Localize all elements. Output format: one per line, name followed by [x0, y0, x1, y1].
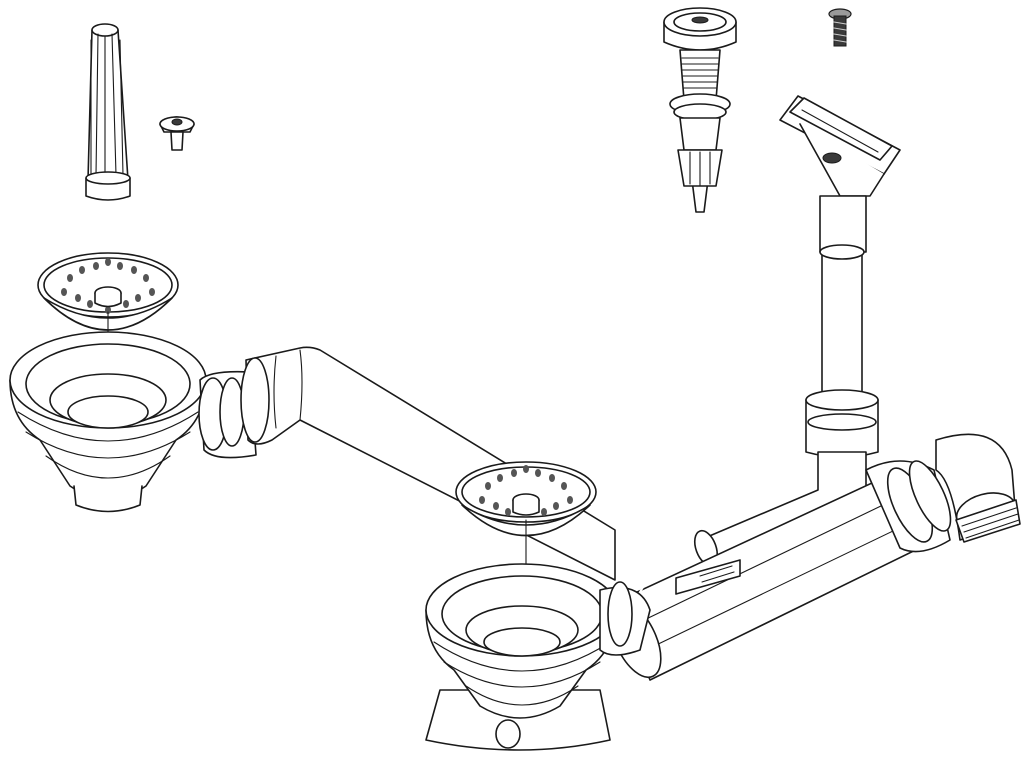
overflow-rectangular — [780, 96, 900, 196]
outlet-elbow — [936, 434, 1020, 542]
center-strainer-body — [426, 564, 650, 750]
center-basket-strainer — [456, 462, 596, 632]
bowden-cable — [640, 180, 708, 592]
mushroom-screw — [160, 117, 194, 150]
small-screw — [829, 9, 851, 46]
left-basket-strainer — [38, 253, 178, 368]
pop-up-knob — [664, 8, 736, 186]
overflow-pipe — [690, 196, 878, 568]
left-strainer-body — [10, 332, 206, 512]
stopper-post — [86, 24, 130, 200]
